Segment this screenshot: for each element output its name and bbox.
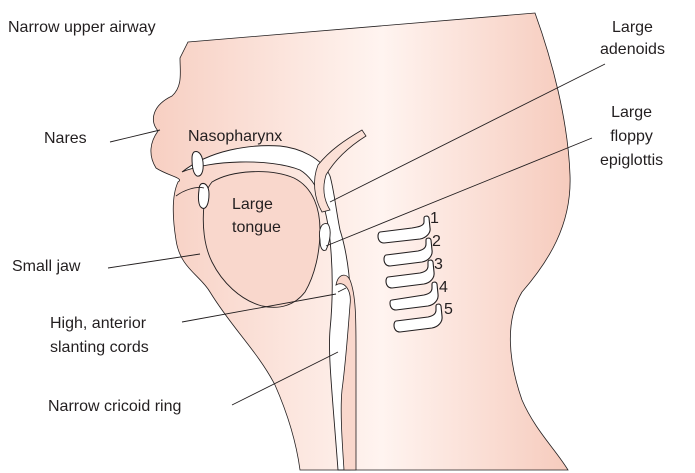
- label-high-anterior-cords-line-2: slanting cords: [50, 336, 149, 360]
- upper-tooth: [192, 151, 203, 176]
- label-narrow-upper-airway: Narrow upper airway: [8, 17, 156, 39]
- label-small-jaw: Small jaw: [12, 256, 80, 278]
- label-large-adenoids: Large adenoids: [600, 17, 665, 61]
- label-large-floppy-epiglottis: Large floppy epiglottis: [600, 101, 663, 173]
- vertebra-number-4: 4: [439, 279, 448, 297]
- vertebra-number-5: 5: [444, 301, 453, 319]
- label-large-floppy-epiglottis-line-3: epiglottis: [600, 149, 663, 173]
- label-large-adenoids-line-2: adenoids: [600, 39, 665, 61]
- label-large-tongue: Large tongue: [232, 193, 281, 239]
- label-large-floppy-epiglottis-line-1: Large: [600, 101, 663, 125]
- label-nares: Nares: [44, 128, 87, 150]
- label-high-anterior-cords-line-1: High, anterior: [50, 312, 149, 336]
- label-large-adenoids-line-1: Large: [600, 17, 665, 39]
- label-high-anterior-cords: High, anterior slanting cords: [50, 312, 149, 360]
- vertebra-number-3: 3: [434, 256, 443, 274]
- label-large-tongue-line-1: Large: [232, 193, 281, 216]
- label-narrow-cricoid-ring: Narrow cricoid ring: [48, 396, 181, 418]
- label-large-floppy-epiglottis-line-2: floppy: [600, 125, 663, 149]
- label-large-tongue-line-2: tongue: [232, 216, 281, 239]
- vertebra-number-2: 2: [432, 233, 441, 251]
- vertebra-number-1: 1: [430, 210, 439, 228]
- label-nasopharynx: Nasopharynx: [188, 126, 282, 148]
